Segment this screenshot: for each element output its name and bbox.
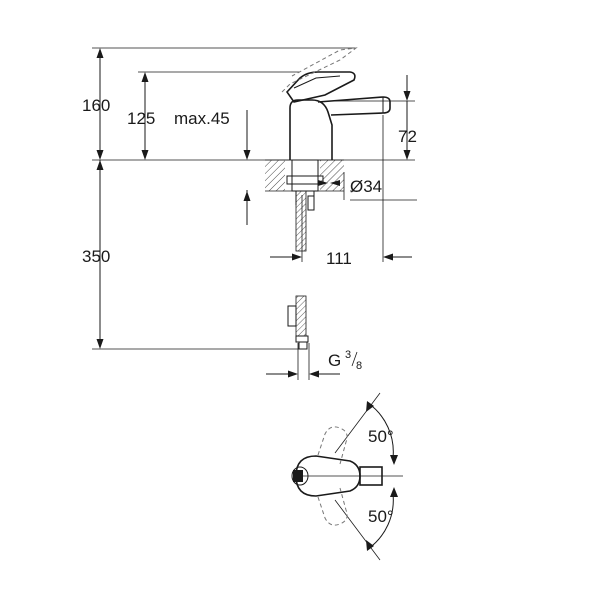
dimension-g38: G 3 8 [266,343,362,380]
dimension-111: 111 [270,115,412,268]
label-angle-bottom: 50° [368,507,394,526]
label-g-den: 8 [356,360,362,372]
label-160: 160 [82,96,110,115]
faucet-side-body [265,47,391,350]
label-g-num: 3 [345,349,351,361]
label-72: 72 [398,127,417,146]
dimension-125: 125 [127,72,155,160]
dimension-72: 72 [398,75,417,160]
label-d34: Ø34 [350,177,382,196]
label-350: 350 [82,247,110,266]
top-view: 50° 50° [291,392,403,561]
label-g: G [328,351,341,370]
dimension-160: 160 [82,48,110,345]
dimension-350: 350 [82,160,110,349]
side-view: 160 350 125 max.45 72 [82,47,417,380]
faucet-top-body [291,426,383,526]
label-angle-top: 50° [368,427,394,446]
label-111: 111 [326,249,352,268]
label-125: 125 [127,109,155,128]
dimension-max45: max.45 [174,109,251,225]
label-max45: max.45 [174,109,230,128]
